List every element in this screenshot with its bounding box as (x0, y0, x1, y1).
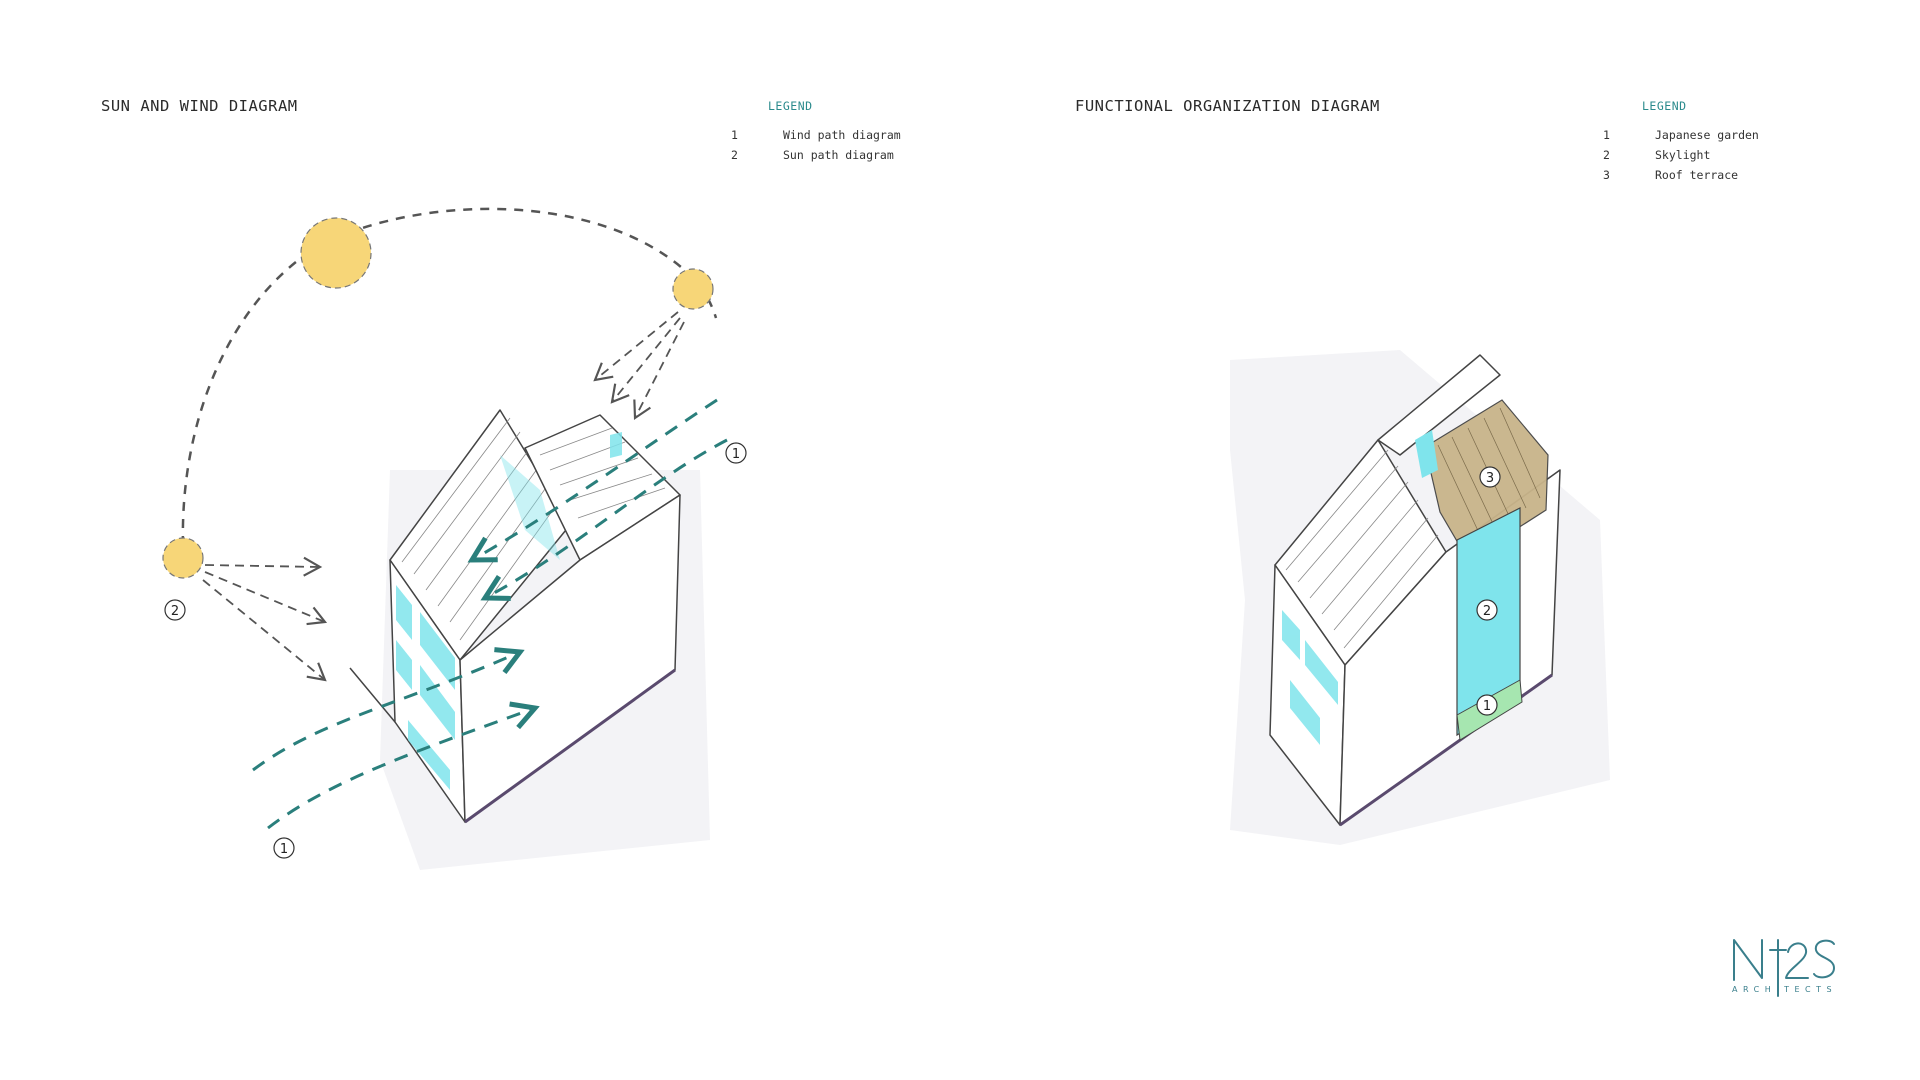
sun-noon-icon (300, 217, 372, 289)
sun-marker: 2 (164, 599, 186, 621)
legend-number: 1 (1603, 128, 1610, 142)
legend-item: 3 Roof terrace (1603, 168, 1759, 188)
sun-rays-evening (202, 556, 328, 682)
facade-glass (396, 432, 622, 790)
legend-label: Japanese garden (1655, 128, 1759, 142)
skylight-marker: 2 (1476, 599, 1498, 621)
legend-label: Sun path diagram (783, 148, 894, 162)
wind-marker-a: 1 (725, 442, 747, 464)
terrace-marker: 3 (1479, 466, 1501, 488)
legend-number: 2 (1603, 148, 1610, 162)
legend-label: Wind path diagram (783, 128, 901, 142)
n2s-logo-icon (1733, 939, 1835, 997)
front-glass (1282, 610, 1338, 745)
left-legend-title: LEGEND (768, 99, 813, 113)
wind-paths (252, 398, 728, 830)
left-legend-list: 1 Wind path diagram 2 Sun path diagram (731, 128, 901, 168)
skylight-marker-label: 2 (1483, 604, 1491, 619)
skylight-sliver (1415, 430, 1438, 478)
garden-marker: 1 (1476, 694, 1498, 716)
terrace-marker-label: 3 (1486, 471, 1494, 486)
sun-rays-morning (593, 311, 685, 420)
functional-organization-title: FUNCTIONAL ORGANIZATION DIAGRAM (1075, 97, 1380, 115)
sun-marker-label: 2 (171, 604, 179, 619)
wind-marker-a-label: 1 (732, 447, 740, 462)
legend-item: 2 Skylight (1603, 148, 1759, 168)
wind-marker-b-label: 1 (280, 842, 288, 857)
legend-number: 1 (731, 128, 738, 142)
legend-label: Skylight (1655, 148, 1711, 162)
functional-organization-diagram: 1 2 3 (1230, 350, 1610, 845)
sun-evening-icon (162, 537, 204, 579)
legend-number: 2 (731, 148, 738, 162)
right-legend-list: 1 Japanese garden 2 Skylight 3 Roof terrace (1603, 128, 1759, 188)
legend-label: Roof terrace (1655, 168, 1739, 182)
garden-marker-label: 1 (1483, 699, 1491, 714)
wind-marker-b: 1 (273, 837, 295, 859)
legend-item: 1 Japanese garden (1603, 128, 1759, 148)
right-legend-title: LEGEND (1642, 99, 1687, 113)
legend-item: 1 Wind path diagram (731, 128, 901, 148)
legend-item: 2 Sun path diagram (731, 148, 901, 168)
sun-wind-title: SUN AND WIND DIAGRAM (101, 97, 298, 115)
sun-morning-icon (672, 268, 714, 310)
logo-subtitle: ARCHITECTS (1732, 985, 1838, 994)
legend-number: 3 (1603, 168, 1610, 182)
sun-wind-diagram: 1 1 2 (162, 207, 747, 870)
